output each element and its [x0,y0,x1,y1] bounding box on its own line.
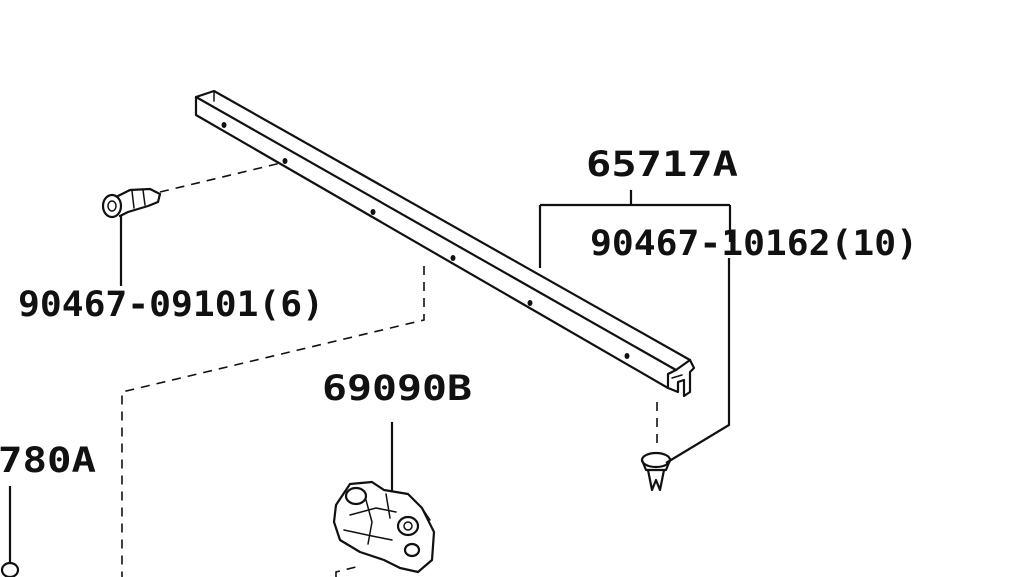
clip-to-rail-dashed-line [159,161,286,193]
lock-assembly-icon [332,480,436,577]
label-clip-small: 90467-10162(10) [590,224,918,264]
label-rail: 65717A [586,145,738,185]
push-clip-icon [101,187,162,219]
clip-small-leader [665,258,731,464]
retainer-clip-icon [640,402,672,492]
label-partial-left: 780A [0,441,96,481]
label-clip-left: 90467-09101(6) [18,285,324,325]
rail-leader [538,190,732,268]
rail-to-left-dashed-line [121,266,425,577]
partial-left-ring-icon [0,561,20,577]
rail-part-icon [194,89,696,398]
label-lock: 69090B [322,369,472,409]
